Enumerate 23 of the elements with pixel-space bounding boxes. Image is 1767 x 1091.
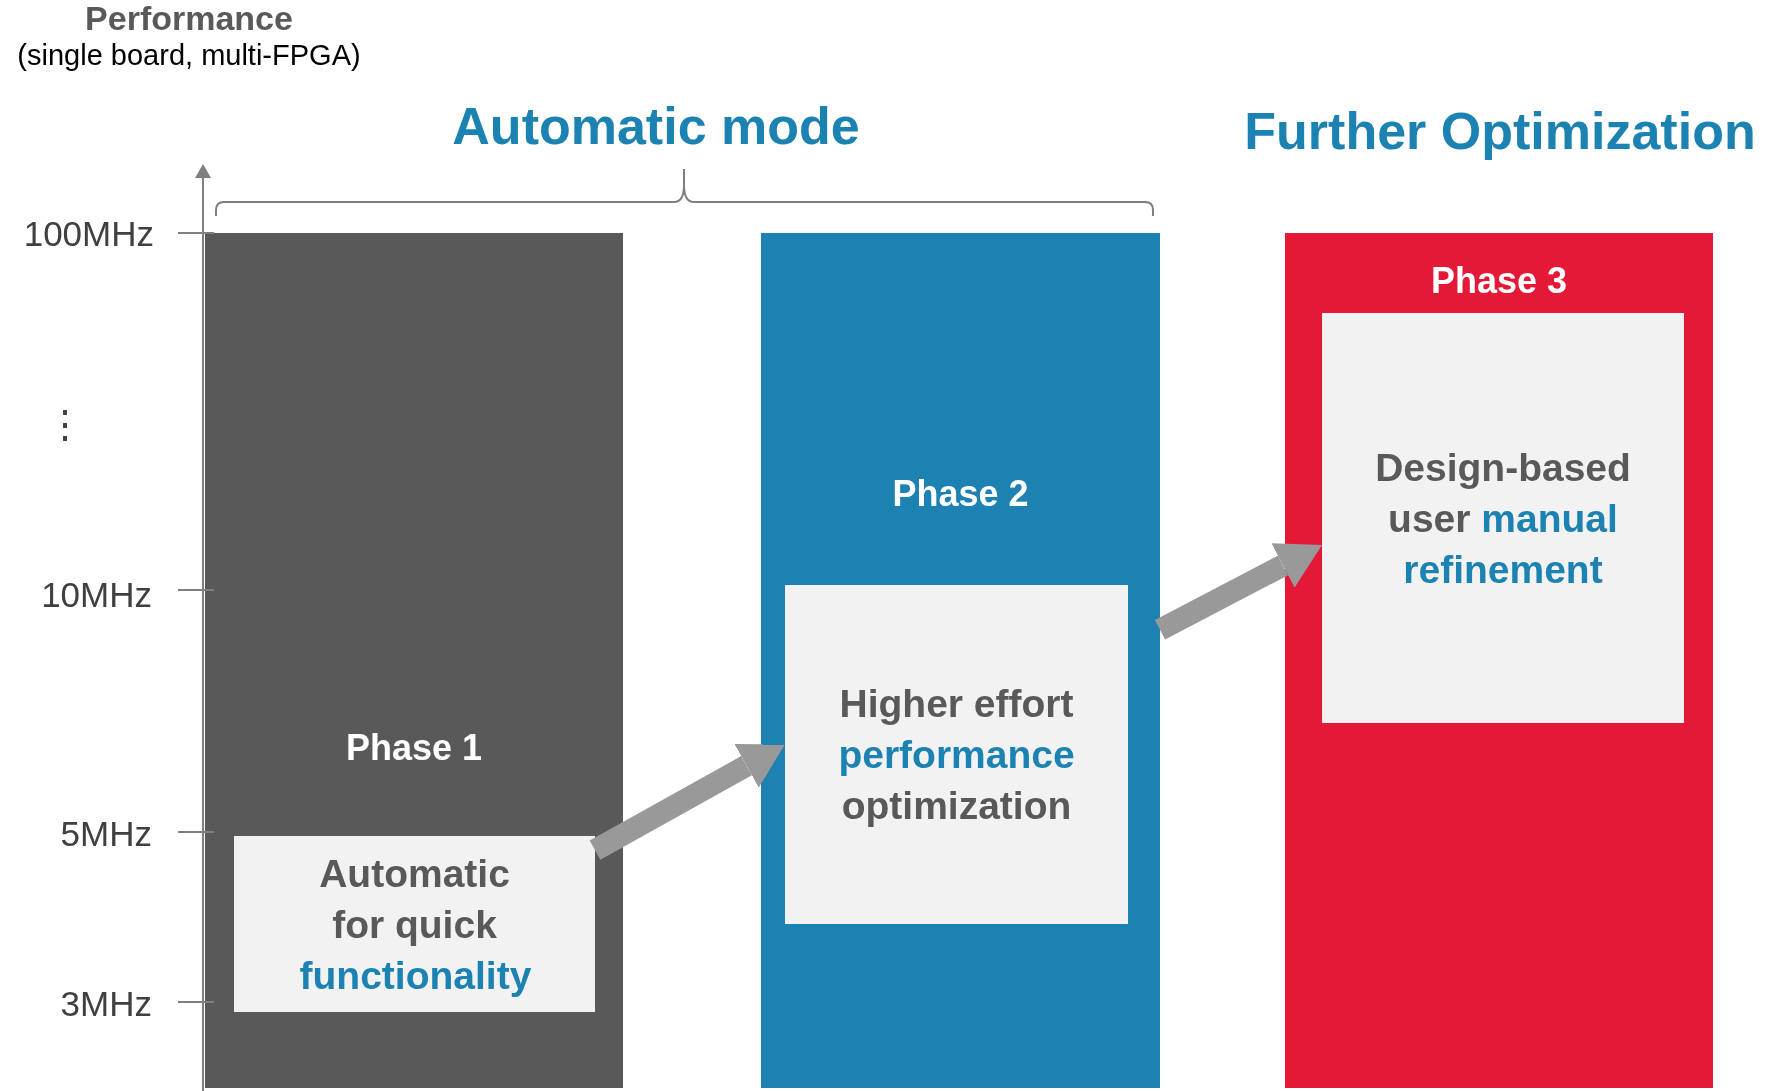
- tick-label: 5MHz: [60, 815, 152, 854]
- ellipsis-mark: ⋮: [46, 405, 84, 447]
- phase-title: Phase 1: [344, 728, 484, 768]
- phase-title: Phase 3: [1429, 261, 1569, 301]
- description-text: Higher effort performance optimization: [837, 681, 1076, 829]
- phase-title: Phase 2: [891, 474, 1030, 514]
- group-heading: Automatic mode: [452, 98, 860, 156]
- description-text: Design-based user manual refinement: [1374, 444, 1632, 593]
- text-card: [785, 585, 1128, 924]
- phase-column: [1285, 233, 1713, 1088]
- text-card: [234, 836, 595, 1012]
- tick-label: 10MHz: [41, 576, 152, 615]
- group-heading: Further Optimization: [1244, 103, 1756, 161]
- arrow: [589, 743, 785, 860]
- tick-label: 3MHz: [60, 985, 152, 1024]
- phase-column: [761, 233, 1160, 1088]
- arrow: [1154, 543, 1322, 640]
- axis-title: Performance: [85, 0, 293, 38]
- phase-column: [205, 233, 623, 1088]
- description-text: Automatic for quick functionality: [299, 850, 530, 999]
- axis-subtitle: (single board, multi-FPGA): [17, 40, 361, 72]
- text-card: [1322, 313, 1684, 723]
- tick-label: 100MHz: [23, 215, 154, 254]
